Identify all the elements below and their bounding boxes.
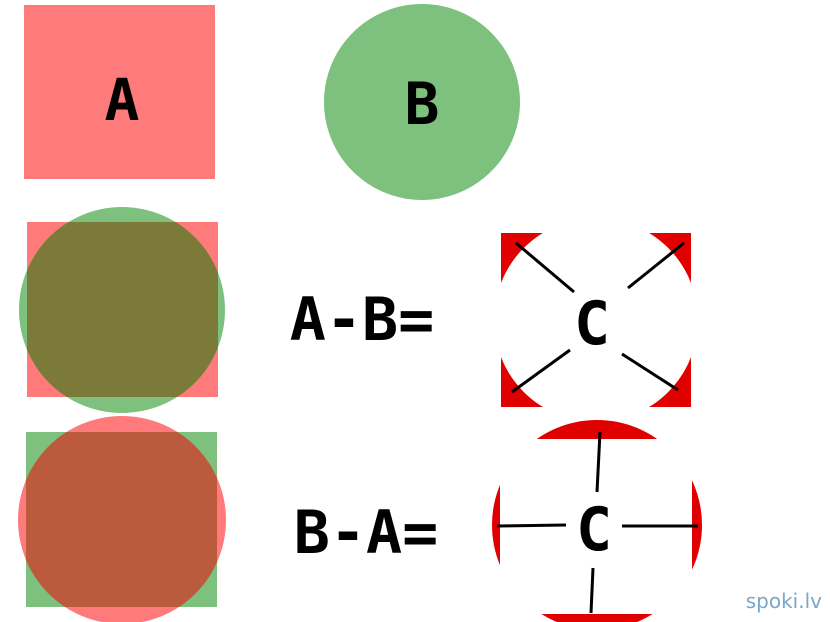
red-arc-regions <box>492 420 702 622</box>
set-a-square <box>24 5 215 179</box>
set-a-label: A <box>105 66 140 134</box>
result-c-label-bottom: C <box>576 495 612 565</box>
overlap-circle-over-square <box>19 207 225 413</box>
result-a-minus-b: C <box>501 233 691 407</box>
set-b-circle <box>324 4 520 200</box>
pointer-line-bottom-left <box>511 348 571 394</box>
overlap-region <box>27 222 218 397</box>
overlap-square-over-circle <box>18 416 226 622</box>
pointer-line-top-right <box>627 241 685 290</box>
result-c-label-top: C <box>574 289 610 359</box>
pointer-line-left <box>496 523 567 528</box>
overlap-region-2 <box>26 432 217 607</box>
pointer-line-bottom <box>589 567 595 614</box>
set-b-label: B <box>405 70 440 138</box>
watermark-logo: spoki.lv <box>746 589 822 613</box>
a-minus-b-equation: A-B= <box>290 285 435 355</box>
pointer-line-top <box>595 431 602 493</box>
pointer-line-bottom-right <box>621 352 679 392</box>
pointer-line-top-left <box>515 241 575 294</box>
result-b-minus-a: C <box>492 420 702 622</box>
b-minus-a-equation: B-A= <box>294 498 439 568</box>
